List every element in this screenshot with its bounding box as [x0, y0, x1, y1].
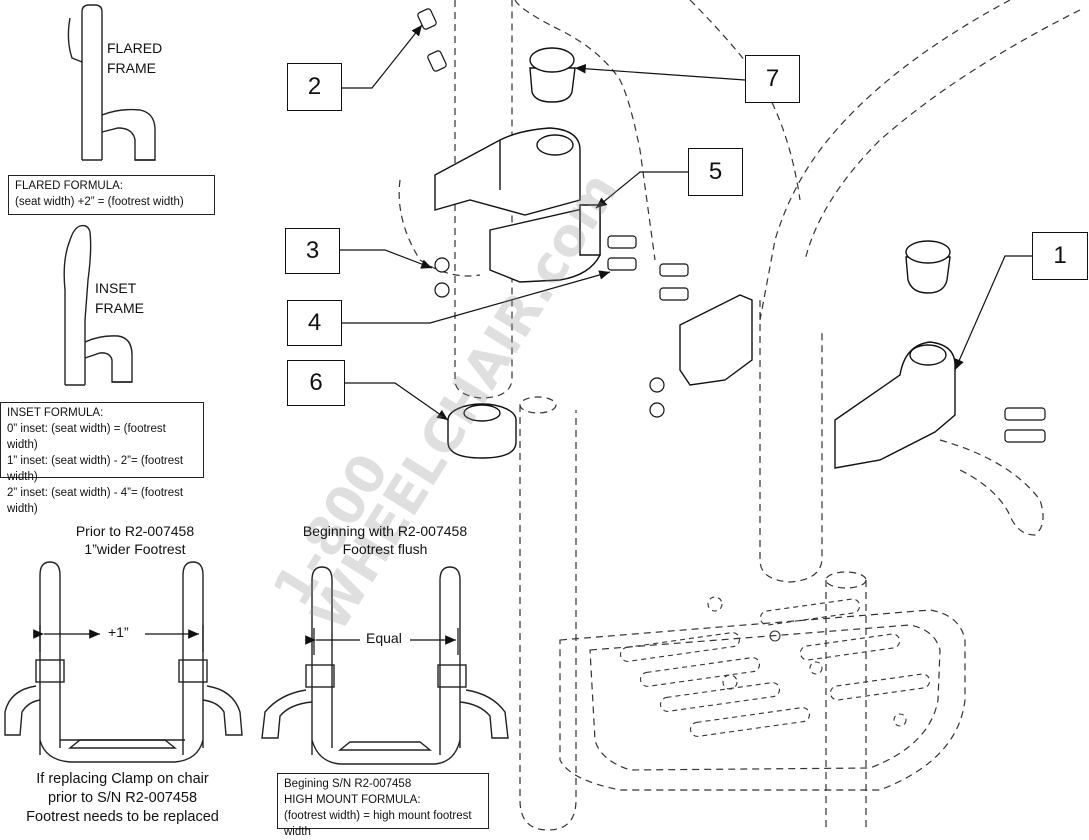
flared-formula-box: FLARED FORMULA: (seat width) +2” = (foot…: [8, 175, 215, 215]
clamp-parts: [434, 47, 956, 469]
callout-5: 5: [688, 148, 743, 196]
screws: [417, 8, 1046, 443]
callout-7: 7: [745, 55, 800, 103]
high-mount-line3: (footrest width) = high mount footrest w…: [284, 810, 472, 838]
high-mount-formula-box: Begining S/N R2-007458 HIGH MOUNT FORMUL…: [277, 773, 489, 838]
beginning-title: Beginning with R2-007458 Footrest flush: [302, 523, 468, 557]
flared-formula-line1: (seat width) +2” = (footrest width): [15, 196, 184, 208]
flared-frame-drawing: [67, 4, 156, 161]
inset-formula-box: INSET FORMULA: 0” inset: (seat width) = …: [0, 402, 204, 515]
high-mount-line2: HIGH MOUNT FORMULA:: [284, 794, 421, 806]
chair-frame-dashed: [398, 0, 1081, 832]
prior-dimension-label: +1”: [108, 624, 129, 640]
prior-title: Prior to R2-007458 1”wider Footrest: [75, 523, 195, 557]
inset-frame-drawing: [63, 224, 133, 386]
beginning-frame-drawing: [261, 566, 509, 765]
footplate-slots: [619, 596, 931, 737]
prior-frame-drawing: [4, 561, 243, 763]
beginning-dimension-label: Equal: [366, 630, 402, 646]
inset-formula-line1: 0” inset: (seat width) = (footrest width…: [7, 423, 166, 451]
flared-frame-label: FLARED FRAME: [107, 40, 163, 76]
high-mount-line1: Begining S/N R2-007458: [284, 778, 412, 790]
flared-formula-title: FLARED FORMULA:: [15, 180, 123, 192]
callout-4: 4: [287, 300, 342, 346]
callout-1: 1: [1032, 232, 1088, 280]
callout-2: 2: [287, 63, 342, 111]
inset-frame-label: INSET FRAME: [95, 280, 144, 316]
inset-formula-line2: 1” inset: (seat width) - 2”= (footrest w…: [7, 455, 184, 483]
inset-formula-line3: 2” inset: (seat width) - 4”= (footrest w…: [7, 487, 184, 515]
callout-6: 6: [287, 360, 345, 406]
callout-3: 3: [285, 228, 340, 274]
inset-formula-title: INSET FORMULA:: [7, 407, 104, 419]
prior-note: If replacing Clamp on chair prior to S/N…: [26, 771, 219, 825]
